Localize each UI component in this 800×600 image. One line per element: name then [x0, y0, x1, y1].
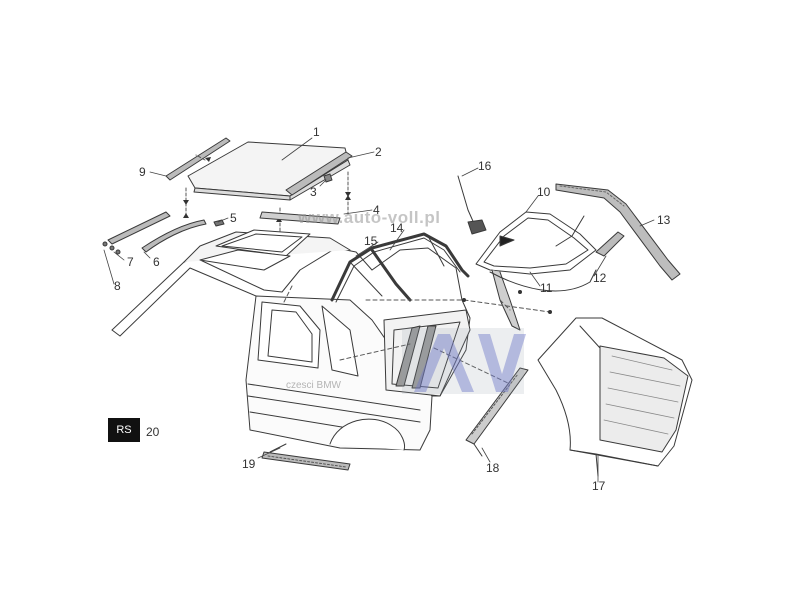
watermark-url: www.auto-voll.pl [298, 208, 441, 227]
windshield-moulding [141, 219, 207, 253]
callout-8: 8 [114, 279, 121, 293]
callout-14: 14 [390, 221, 404, 235]
page-reference: 20 [146, 425, 160, 439]
callout-12: 12 [593, 271, 607, 285]
callout-15: 15 [364, 234, 378, 248]
watermark-logo-mark [402, 328, 526, 394]
callout-7: 7 [127, 255, 134, 269]
window-seal [489, 269, 597, 292]
callout-9: 9 [139, 165, 146, 179]
side-moulding [107, 211, 171, 245]
callout-19: 19 [242, 457, 256, 471]
callout-16: 16 [478, 159, 492, 173]
callout-10: 10 [537, 185, 551, 199]
fastener [457, 175, 515, 247]
callout-2: 2 [375, 145, 382, 159]
callout-6: 6 [153, 255, 160, 269]
side-strip [595, 231, 625, 257]
watermark-small-text: czesci BMW [286, 380, 341, 391]
callout-18: 18 [486, 461, 500, 475]
rear-window-frame [475, 211, 597, 331]
callout-13: 13 [657, 213, 671, 227]
sill-strip [261, 443, 351, 471]
hardtop [537, 317, 693, 477]
section-badge: RS [108, 418, 140, 442]
callout-5: 5 [230, 211, 237, 225]
callout-17: 17 [592, 479, 606, 493]
callout-1: 1 [313, 125, 320, 139]
top-rail [555, 183, 681, 281]
roof-strip [259, 211, 341, 225]
body-shell [111, 229, 471, 451]
roof-moulding-left [165, 137, 231, 181]
rear-cross-member [465, 367, 529, 457]
roll-bar [330, 232, 470, 303]
small-clip [213, 219, 225, 227]
clip-set [102, 241, 121, 255]
callout-11: 11 [540, 281, 553, 295]
callout-4: 4 [373, 203, 380, 217]
callout-3: 3 [310, 185, 317, 199]
roof-moulding-right [285, 151, 353, 196]
